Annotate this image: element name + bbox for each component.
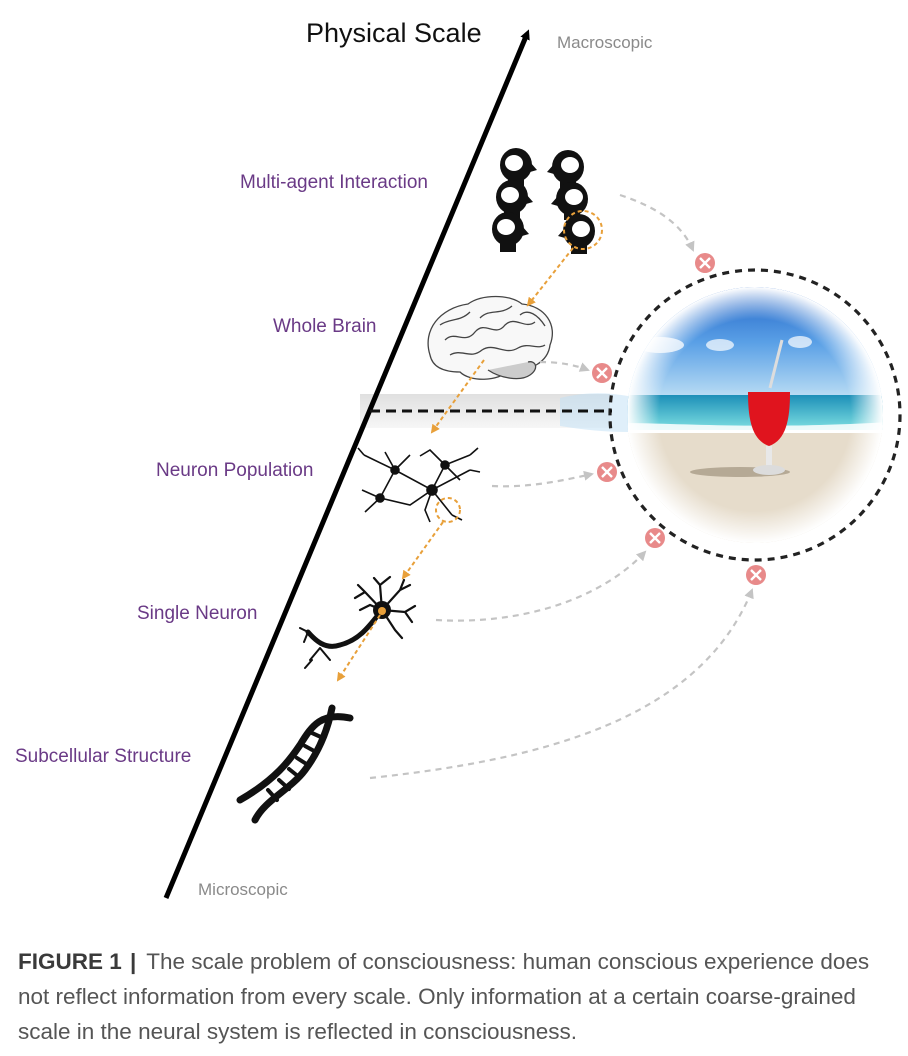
- heads-icon: [492, 148, 595, 254]
- figure-area: Physical Scale Macroscopic Microscopic M…: [15, 18, 902, 899]
- zoom-focus-ring: [563, 210, 603, 250]
- x-circle-icon: [592, 363, 612, 383]
- x-circle-icon: [597, 462, 617, 482]
- image-fade-edge: [560, 393, 628, 432]
- caption-separator: |: [130, 949, 137, 974]
- level-label-subcellular: Subcellular Structure: [15, 746, 192, 767]
- axis-top-label: Macroscopic: [557, 33, 653, 52]
- zoom-arrow: [401, 521, 444, 580]
- zoom-arrow: [336, 614, 381, 682]
- zoom-focus-ring: [435, 497, 461, 523]
- level-label-single-neuron: Single Neuron: [137, 603, 258, 624]
- x-circle-icon: [695, 253, 715, 273]
- axis-bottom-label: Microscopic: [198, 880, 288, 899]
- consciousness-circle: [608, 268, 902, 562]
- info-arrow: [619, 193, 695, 252]
- caption-text: The scale problem of consciousness: huma…: [18, 949, 870, 1044]
- axis-title: Physical Scale: [306, 18, 482, 48]
- zoom-arrow: [430, 359, 485, 434]
- brain-icon: [427, 295, 553, 380]
- info-arrow: [369, 588, 754, 780]
- level-label-multi-agent: Multi-agent Interaction: [240, 172, 428, 193]
- zoom-focus-point: [378, 607, 386, 615]
- info-arrow: [435, 550, 647, 622]
- zoom-arrow: [526, 247, 574, 307]
- figure-caption: FIGURE 1 | The scale problem of consciou…: [18, 944, 898, 1049]
- info-arrow: [491, 470, 594, 488]
- x-circle-icon: [746, 565, 766, 585]
- diagram-svg: [163, 29, 902, 899]
- x-circle-icon: [645, 528, 665, 548]
- neuron-icon: [299, 575, 417, 669]
- info-arrow: [539, 360, 590, 372]
- caption-label: FIGURE 1: [18, 949, 122, 974]
- dna-icon: [236, 704, 354, 824]
- physical-scale-axis: [163, 29, 530, 899]
- level-label-whole-brain: Whole Brain: [273, 316, 377, 337]
- level-label-neuron-population: Neuron Population: [156, 460, 314, 481]
- neuron-network-icon: [357, 447, 481, 523]
